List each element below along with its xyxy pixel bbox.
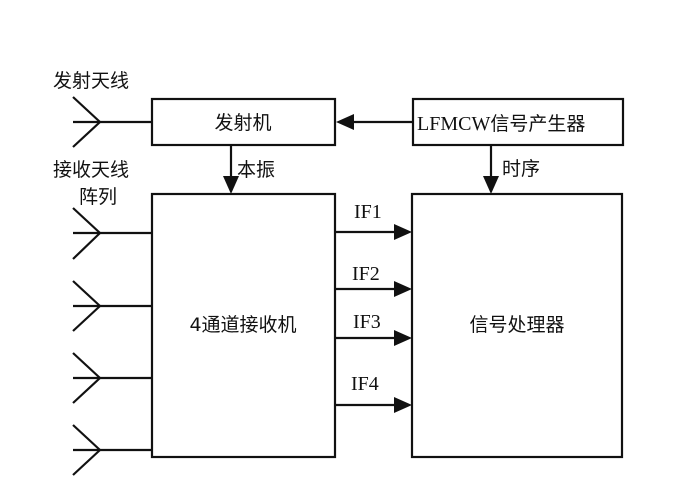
lfmcw-prefix: LFMCW — [417, 113, 490, 135]
rx-antenna-icon — [72, 424, 152, 476]
timing-arrow — [483, 145, 499, 194]
if2-label: IF2 — [352, 263, 380, 285]
timing-label: 时序 — [502, 158, 540, 180]
tx-antenna-label: 发射天线 — [53, 70, 129, 92]
signal-processor-block — [410, 192, 624, 459]
receiver-label: 4通道接收机 — [189, 314, 296, 336]
lfmcw-to-tx-arrow — [336, 114, 413, 130]
rx-antenna-icon — [72, 207, 152, 260]
if3-label: IF3 — [353, 311, 381, 333]
transmitter-label: 发射机 — [214, 112, 271, 134]
local-osc-label: 本振 — [237, 159, 275, 181]
transmitter-block — [150, 97, 337, 147]
if4-label: IF4 — [351, 373, 379, 395]
if1-label: IF1 — [354, 201, 382, 223]
tx-antenna-icon — [72, 96, 152, 148]
if3-arrow — [335, 330, 412, 346]
if1-arrow — [335, 224, 412, 240]
if2-arrow — [335, 281, 412, 297]
if4-arrow — [335, 397, 412, 413]
signal-processor-label: 信号处理器 — [469, 314, 564, 336]
local-osc-arrow — [223, 145, 239, 194]
rx-antenna-label-line2: 阵列 — [79, 186, 117, 208]
rx-antenna-label-line1: 接收天线 — [53, 159, 129, 181]
lfmcw-suffix: 信号产生器 — [490, 113, 585, 135]
rx-antenna-icon — [72, 280, 152, 332]
rx-antenna-array — [72, 207, 152, 476]
lfmcw-generator-label: LFMCW信号产生器 — [417, 113, 585, 135]
receiver-block — [150, 192, 337, 459]
rx-antenna-icon — [72, 352, 152, 404]
